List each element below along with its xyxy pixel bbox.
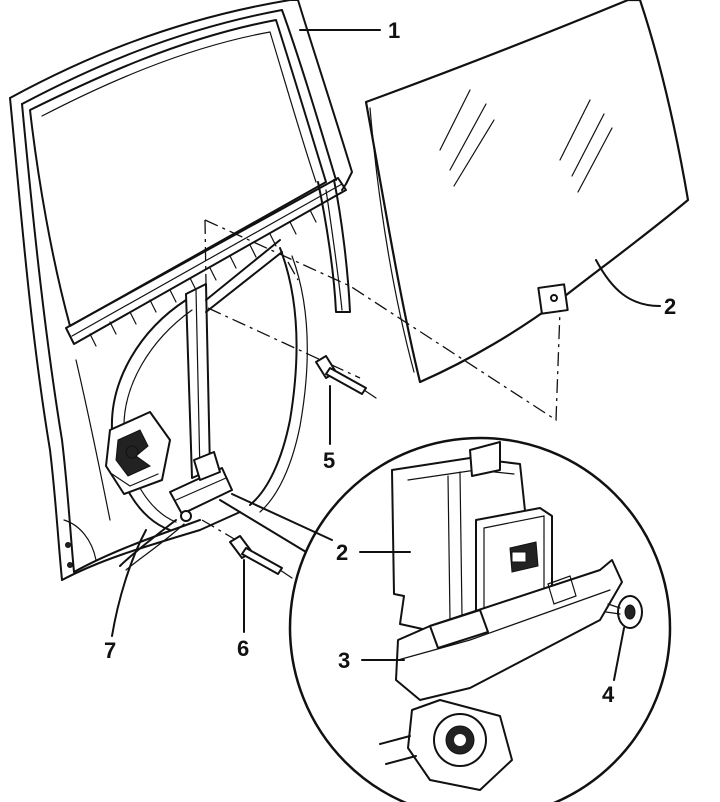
leader-2 [595,259,661,307]
callout-door-frame: 1 [388,18,400,43]
callout-clamp-bolt: 4 [602,682,615,707]
callout-upper-rivet: 5 [323,448,335,473]
leader-4 [613,627,625,681]
lower-rivet [229,535,293,579]
door-frame [9,0,353,581]
window-glass [364,0,690,384]
upper-rivet [315,355,377,399]
callout-lower-rivet: 6 [237,636,249,661]
window-regulator-assembly [105,239,283,571]
regulator-carrier [395,559,623,701]
glass-clamp [391,441,553,633]
callout-regulator-carrier: 3 [338,648,350,673]
callout-regulator-cable: 7 [104,638,116,663]
leader-lines [111,29,661,681]
leader-7 [111,529,147,637]
regulator-motor [105,411,171,495]
detail-view [219,436,672,802]
callout-detail-glass-clamp: 2 [336,540,348,565]
alignment-lines [201,219,561,541]
callout-window-glass: 2 [664,294,676,319]
clamp-bolt [605,595,643,629]
cable-drum [379,699,513,791]
